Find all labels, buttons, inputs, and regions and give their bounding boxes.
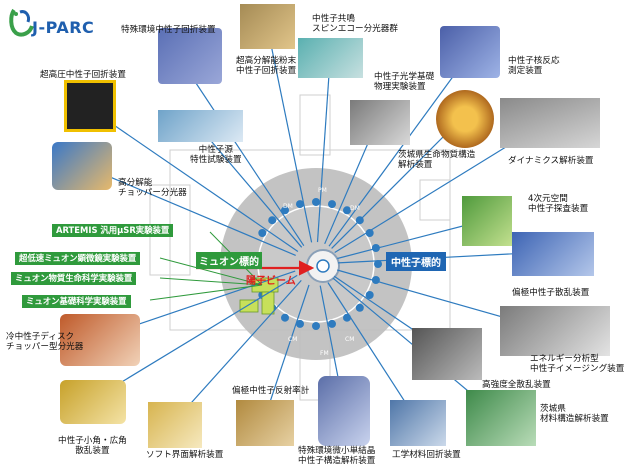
img-soft-interface [148, 402, 202, 448]
label-imaging: エネルギー分析型 中性子イメージング装置 [530, 354, 625, 374]
logo-text: J-PARC [32, 18, 95, 37]
muon-beamline-arrow [159, 277, 263, 286]
label-ultra-slow-muon: 超低速ミュオン顕微鏡実験装置 [15, 252, 141, 265]
tag-dm-2: DM [350, 205, 360, 212]
img-optics-lab [350, 100, 410, 145]
img-ultra-high-pressure [64, 80, 116, 132]
beam-port [328, 319, 336, 328]
beamline-arrow [173, 279, 302, 423]
beam-port [365, 229, 374, 237]
label-special-env-single: 特殊環境微小単結晶 中性子構造解析装置 [298, 446, 376, 466]
label-polarized-scattering: 偏極中性子散乱装置 [512, 288, 590, 298]
beam-port [296, 200, 304, 209]
beam-port [365, 291, 374, 299]
img-polarized-reflectometer [236, 400, 294, 446]
img-ibaraki-materials [466, 390, 536, 446]
label-artemis: ARTEMIS 汎用µSR実験装置 [52, 224, 174, 237]
muon-beamline-arrow [159, 257, 263, 286]
beam-port [312, 198, 320, 206]
label-engineering: 工学材料回折装置 [392, 450, 461, 460]
img-special-env-single [318, 376, 370, 446]
label-cold-disk-chopper: 冷中性子ディスク チョッパー型分光器 [6, 332, 84, 352]
proton-beam-label: 陽子ビーム [246, 276, 296, 287]
label-ibaraki-materials: 茨城県 材料構造解析装置 [540, 404, 609, 424]
beam-port [268, 216, 277, 225]
label-4d-space: 4次元空間 中性子探査装置 [528, 194, 589, 214]
beamline-arrow [262, 284, 310, 422]
beam-port [258, 229, 267, 237]
img-nuclear-reaction [440, 26, 500, 78]
label-sans-wans: 中性子小角・広角 散乱装置 [58, 436, 127, 456]
img-high-res-chopper [52, 142, 112, 190]
beamline-arrow [82, 165, 296, 256]
tag-pm: PM [318, 187, 327, 194]
beam-port [355, 303, 364, 312]
label-high-res-powder: 超高分解能粉末 中性子回折装置 [236, 56, 297, 76]
img-imaging [500, 306, 610, 356]
beam-port [328, 200, 336, 209]
label-muon-materials: ミュオン物質生命科学実験装置 [11, 272, 137, 285]
label-dynamics: ダイナミクス解析装置 [508, 156, 594, 166]
label-source-test: 中性子源 特性試験装置 [190, 145, 242, 165]
img-cold-disk-chopper [60, 314, 140, 366]
img-special-env-powder [158, 28, 222, 84]
label-spin-echo: 中性子共鳴 スピンエコー分光器群 [312, 14, 398, 34]
img-engineering [390, 400, 446, 446]
muon-beamline-arrow [149, 284, 263, 301]
beamline-arrow [199, 127, 303, 248]
img-source-test [158, 110, 243, 142]
beam-port [343, 206, 351, 215]
beam-port [281, 206, 289, 215]
logo-mark-icon [9, 8, 34, 37]
label-high-res-chopper: 高分解能 チョッパー分光器 [118, 178, 187, 198]
beam-port [343, 313, 351, 322]
img-4d-space [462, 196, 512, 246]
tag-dm-1: DM [283, 203, 293, 210]
label-ibaraki-bio: 茨城県生命物質構造 解析装置 [398, 150, 476, 170]
img-sans-wans [60, 380, 126, 424]
beamline-arrow [265, 28, 313, 243]
beam-port [296, 319, 304, 328]
muon-target-label: ミュオン標的 [196, 252, 262, 269]
beamline-arrow [90, 274, 298, 401]
img-dynamics [500, 98, 600, 148]
label-high-intensity-total: 高強度全散乱装置 [482, 380, 551, 390]
img-spin-echo [240, 4, 295, 49]
label-soft-interface: ソフト界面解析装置 [146, 450, 224, 460]
label-ultra-high-pressure: 超高圧中性子回折装置 [40, 70, 126, 80]
label-muon-basic: ミュオン基礎科学実験装置 [22, 295, 131, 308]
img-ibaraki-bio [436, 90, 494, 148]
tag-fm: FM [320, 350, 329, 357]
beamline-arrow [181, 60, 305, 247]
img-polarized-scattering [512, 232, 594, 276]
neutron-target-label: 中性子標的 [386, 252, 446, 271]
beamline-arrow [328, 55, 469, 247]
tag-cm-1: CM [288, 336, 298, 343]
beamline-arrow [316, 58, 334, 243]
beamline-arrow [331, 119, 461, 249]
beamline-arrow [91, 109, 299, 252]
label-polarized-reflectometer: 偏極中性子反射率計 [232, 386, 310, 396]
beam-port [374, 260, 382, 268]
tag-cm-2: CM [345, 336, 355, 343]
img-high-intensity-total [412, 328, 482, 380]
beam-port [312, 322, 320, 330]
beam-port [281, 313, 289, 322]
label-nuclear-reaction: 中性子核反応 測定装置 [508, 56, 560, 76]
img-high-res-powder [298, 38, 363, 78]
j-parc-logo: J-PARC [6, 6, 101, 46]
label-special-env-powder: 特殊環境中性子回折装置 [121, 25, 216, 35]
beamline-arrow [337, 218, 488, 260]
label-optics-lab: 中性子光学基礎 物理実験装置 [374, 72, 435, 92]
beamline-arrow [327, 282, 419, 424]
